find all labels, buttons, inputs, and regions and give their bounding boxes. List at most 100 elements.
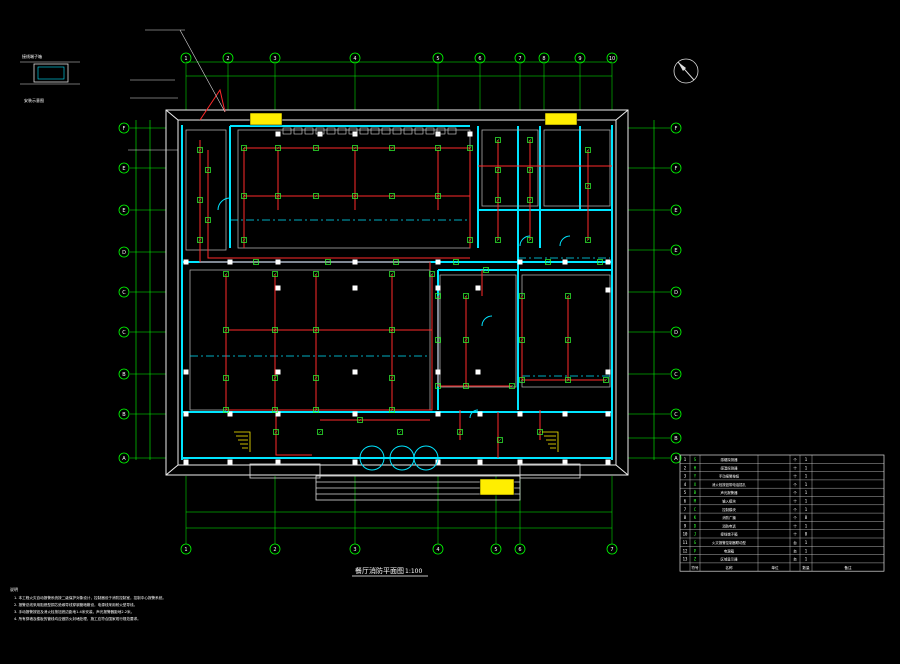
legend-unit: 个 xyxy=(793,499,797,504)
detector-mark xyxy=(520,378,524,382)
alarm-detector-icon xyxy=(275,193,281,199)
drawing-scale: 1:100 xyxy=(405,568,422,575)
ceiling-fixture xyxy=(326,127,336,135)
detector-mark xyxy=(273,328,277,332)
alarm-detector-icon xyxy=(313,407,319,413)
alarm-detector-icon xyxy=(435,145,441,151)
detector-mark xyxy=(586,148,590,152)
legend-index: 12 xyxy=(683,548,688,553)
detector-mark xyxy=(520,294,524,298)
alarm-detector-icon xyxy=(272,271,278,277)
column xyxy=(517,459,523,465)
column xyxy=(605,369,611,375)
legend-qty: 1 xyxy=(805,548,808,553)
axis-bubble xyxy=(432,543,444,555)
axis-bubble xyxy=(514,543,526,555)
alarm-detector-icon xyxy=(357,417,363,423)
legend-symbol: B xyxy=(694,490,697,495)
detector-mark xyxy=(206,168,210,172)
alarm-detector-icon xyxy=(352,145,358,151)
ceiling-fixture xyxy=(304,127,314,135)
detector-mark xyxy=(390,272,394,276)
axis-bubble xyxy=(269,52,281,64)
legend-qty: 1 xyxy=(805,474,808,479)
detector-mark xyxy=(598,260,602,264)
detector-mark xyxy=(468,146,472,150)
detector-mark xyxy=(394,260,398,264)
ceiling-fixture xyxy=(436,127,446,135)
alarm-detector-icon xyxy=(197,197,203,203)
column xyxy=(183,259,189,265)
column xyxy=(562,259,568,265)
drawing-title: 餐厅消防平面图 xyxy=(355,566,404,575)
alarm-detector-icon xyxy=(585,147,591,153)
alarm-detector-icon xyxy=(495,167,501,173)
axis-bubble xyxy=(606,543,618,555)
notes-heading: 说明 xyxy=(10,586,18,592)
detector-mark xyxy=(454,260,458,264)
ceiling-fixture xyxy=(425,127,435,135)
axis-bubble xyxy=(118,246,130,258)
column xyxy=(275,285,281,291)
alarm-detector-icon xyxy=(393,259,399,265)
axis-bubble xyxy=(670,432,682,444)
alarm-detector-icon xyxy=(389,193,395,199)
column xyxy=(275,369,281,375)
column xyxy=(475,369,481,375)
drawing-title-block: 餐厅消防平面图 1:100 xyxy=(352,566,428,577)
legend-symbol: K xyxy=(694,515,697,520)
alarm-detector-icon xyxy=(495,137,501,143)
alarm-detector-icon xyxy=(435,383,441,389)
column xyxy=(605,411,611,417)
alarm-detector-icon xyxy=(241,145,247,151)
detector-mark xyxy=(528,168,532,172)
column xyxy=(227,411,233,417)
legend-qty: 1 xyxy=(805,457,808,462)
legend-unit: 台 xyxy=(793,540,797,545)
detector-mark xyxy=(510,384,514,388)
axis-label-left: F xyxy=(123,126,126,132)
legend-index: 13 xyxy=(683,557,688,562)
alarm-detector-icon xyxy=(389,375,395,381)
alarm-detector-icon xyxy=(497,437,503,443)
legend-index: 9 xyxy=(684,523,687,528)
axis-bubble xyxy=(118,326,130,338)
alarm-detector-icon xyxy=(397,429,403,435)
axis-label-right: B xyxy=(674,436,678,442)
axis-bubble xyxy=(490,543,502,555)
detector-mark xyxy=(353,146,357,150)
legend-symbol: P xyxy=(694,548,697,553)
ceiling-fixture xyxy=(315,127,325,135)
legend-qty: 1 xyxy=(805,490,808,495)
detector-mark xyxy=(273,272,277,276)
alarm-devices xyxy=(197,137,609,443)
axis-bubble xyxy=(670,452,682,464)
alarm-detector-icon xyxy=(565,293,571,299)
alarm-detector-icon xyxy=(463,383,469,389)
column xyxy=(605,459,611,465)
detector-mark xyxy=(273,376,277,380)
legend-name: 控制模块 xyxy=(722,507,736,512)
alarm-detector-icon xyxy=(519,293,525,299)
detector-mark xyxy=(528,138,532,142)
ceiling-fixture xyxy=(447,127,457,135)
detector-mark xyxy=(254,260,258,264)
detector-mark xyxy=(314,194,318,198)
legend-qty: 1 xyxy=(805,540,808,545)
axis-label-left: E xyxy=(122,208,125,214)
detector-mark xyxy=(436,194,440,198)
axis-bubble xyxy=(118,162,130,174)
legend-footer-cell: 名称 xyxy=(725,565,733,570)
alarm-detector-icon xyxy=(205,217,211,223)
detector-mark xyxy=(242,194,246,198)
note-1: 1. 本工程火灾自动报警系统按二级保护对象设计，控制器设于消防控制室，控制中心报… xyxy=(14,595,166,600)
detector-mark xyxy=(224,376,228,380)
detector-mark xyxy=(242,238,246,242)
axis-bubble xyxy=(538,52,550,64)
axis-bubble xyxy=(118,408,130,420)
detector-mark xyxy=(528,238,532,242)
axis-label-bottom: 7 xyxy=(610,547,613,553)
alarm-detector-icon xyxy=(223,271,229,277)
axis-label-top: 4 xyxy=(353,56,356,62)
ceiling-fixture xyxy=(381,127,391,135)
